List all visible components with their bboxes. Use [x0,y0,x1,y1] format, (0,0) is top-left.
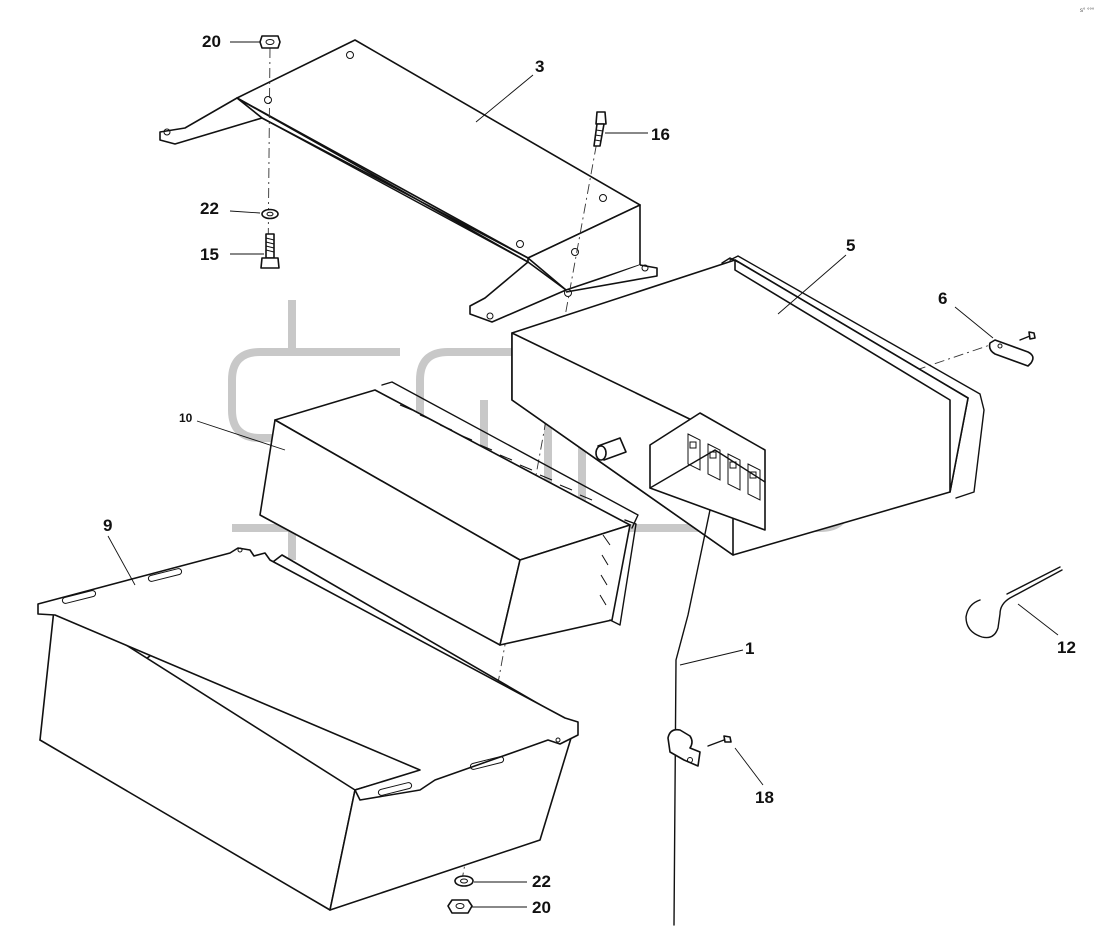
callout-20-bottom: 20 [532,898,551,917]
part-5-box [511,255,985,556]
washer-22-top [261,208,279,220]
nut-20-top [259,35,281,49]
washer-22-bottom [454,875,474,887]
nut-20-bottom [447,899,473,914]
part-9-tray [37,547,579,911]
part-10-module [259,381,639,646]
part-12-hook [965,569,1063,639]
callout-10: 10 [179,411,193,425]
leader-lines [107,41,1059,908]
part-6-cover-plate [988,331,1036,367]
callout-15: 15 [200,245,219,264]
callout-5: 5 [846,236,855,255]
part-3-bracket [159,39,658,323]
callout-18: 18 [755,788,774,807]
switch-block [687,433,761,501]
corner-mark: s° °°° [1080,8,1095,14]
callout-6: 6 [938,289,947,308]
callout-22-top: 22 [200,199,219,218]
callout-12: 12 [1057,638,1076,657]
callout-1: 1 [745,639,754,658]
callout-16: 16 [651,125,670,144]
callout-3: 3 [535,57,544,76]
callout-20-top: 20 [202,32,221,51]
callout-9: 9 [103,516,112,535]
bolt-15 [260,233,280,269]
part-18-clamp [667,728,732,767]
cable-gland [595,437,627,461]
bolt-16 [593,111,607,147]
centerline-left [267,47,271,266]
part-1-wire [673,509,711,926]
callout-22-bottom: 22 [532,872,551,891]
